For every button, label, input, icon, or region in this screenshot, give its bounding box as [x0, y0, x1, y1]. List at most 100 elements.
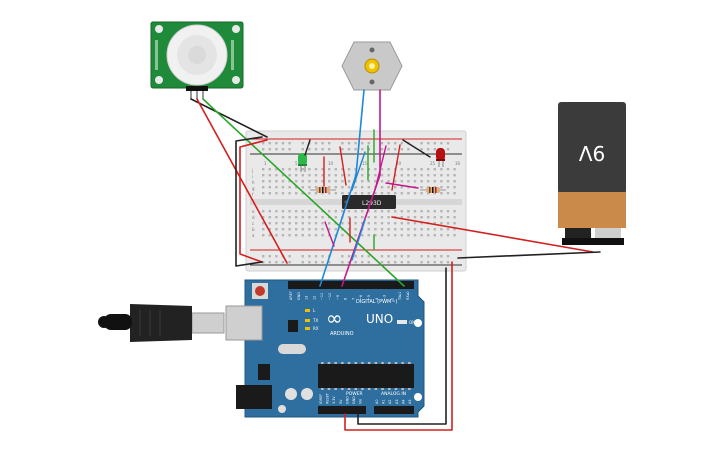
wire-pir-black — [190, 98, 268, 138]
pin-label: ~11 — [320, 293, 324, 300]
breadboard-hole — [413, 180, 417, 183]
breadboard-hole — [433, 174, 436, 177]
chip-leg — [367, 388, 371, 390]
breadboard-hole — [301, 216, 304, 219]
rail-hole — [321, 261, 324, 264]
rail-hole — [394, 255, 397, 258]
resistor-left[interactable] — [310, 187, 336, 193]
rail-hole — [341, 261, 344, 264]
breadboard-hole — [295, 234, 298, 237]
chip-leg — [327, 362, 331, 364]
led-red[interactable] — [436, 148, 445, 167]
rail-hole — [387, 255, 390, 258]
breadboard-hole — [321, 174, 324, 177]
breadboard-hole — [387, 174, 390, 177]
breadboard-hole — [308, 186, 311, 189]
breadboard-hole — [295, 192, 298, 195]
chip-leg — [321, 362, 324, 364]
rail-hole — [288, 255, 291, 258]
breadboard-hole — [262, 234, 265, 237]
row-label: g — [252, 186, 255, 191]
breadboard-hole — [262, 192, 265, 195]
breadboard-hole — [380, 234, 384, 237]
breadboard-hole — [262, 180, 265, 183]
breadboard-hole — [420, 216, 423, 219]
breadboard-hole — [347, 210, 351, 213]
breadboard-hole — [380, 216, 384, 219]
breadboard-hole — [281, 210, 285, 213]
chip-leg — [321, 388, 324, 390]
breadboard-hole — [400, 222, 403, 225]
breadboard-hole — [420, 228, 423, 231]
breadboard-hole — [314, 216, 318, 219]
breadboard-hole — [374, 234, 377, 237]
rail-hole — [387, 142, 390, 145]
rail-hole — [268, 142, 271, 145]
dc-motor[interactable] — [341, 41, 403, 91]
pin-label: AREF — [289, 291, 293, 300]
rail-hole — [308, 261, 311, 264]
rail-hole — [361, 255, 364, 258]
breadboard-hole — [321, 168, 324, 171]
breadboard-hole — [262, 174, 265, 177]
resistor-right[interactable] — [420, 187, 446, 193]
pin-label: A4 — [401, 400, 405, 404]
rail-hole — [288, 148, 291, 151]
breadboard-hole — [341, 210, 344, 213]
breadboard-hole — [321, 222, 324, 225]
pin-label: ~3 — [383, 295, 387, 300]
rail-hole — [328, 148, 331, 151]
breadboard-hole — [433, 180, 436, 183]
breadboard-hole — [380, 168, 384, 171]
breadboard-hole — [295, 216, 298, 219]
usb-cable[interactable] — [98, 304, 225, 342]
rail-hole — [446, 261, 450, 264]
breadboard-hole — [387, 234, 390, 237]
breadboard-hole — [433, 210, 436, 213]
breadboard-hole — [334, 228, 337, 231]
col-label: 25 — [430, 161, 436, 166]
pin-label: ~6 — [359, 295, 363, 300]
breadboard-hole — [367, 168, 370, 171]
rail-hole — [400, 148, 403, 151]
breadboard-hole — [354, 192, 357, 195]
breadboard-hole — [453, 174, 456, 177]
rail-hole — [275, 255, 278, 258]
usb-cable-icon — [98, 304, 225, 342]
pin-label: 3.3V — [332, 396, 336, 404]
chip-leg — [408, 362, 411, 364]
row-label: j — [251, 168, 253, 173]
breadboard-hole — [328, 174, 331, 177]
battery-label: 9V — [578, 141, 605, 165]
pin-label: ~9 — [336, 295, 340, 300]
breadboard-hole — [308, 234, 311, 237]
breadboard-hole — [268, 186, 271, 189]
breadboard-hole — [361, 216, 364, 219]
led-green[interactable] — [298, 153, 307, 172]
wires — [190, 89, 601, 431]
battery-9v[interactable]: 9V — [558, 102, 626, 245]
breadboard-hole — [374, 174, 377, 177]
breadboard-hole — [413, 174, 417, 177]
wire-battery-red — [391, 216, 594, 253]
breadboard-hole — [427, 192, 430, 195]
breadboard-hole — [420, 168, 423, 171]
reset-button[interactable] — [255, 286, 265, 296]
breadboard-hole — [275, 192, 278, 195]
breadboard-hole — [367, 192, 370, 195]
rail-hole — [354, 148, 357, 151]
pir-sensor[interactable] — [150, 21, 244, 99]
breadboard-hole — [420, 174, 423, 177]
wire-battery-black — [457, 251, 601, 259]
breadboard-hole — [262, 228, 265, 231]
breadboard-hole — [288, 216, 291, 219]
rail-hole — [420, 142, 423, 145]
rail-hole — [440, 255, 443, 258]
breadboard-hole — [361, 168, 364, 171]
breadboard-hole — [407, 228, 410, 231]
breadboard-hole — [347, 174, 351, 177]
pin-label: A2 — [388, 400, 392, 404]
pin-label: A5 — [408, 400, 412, 404]
breadboard-hole — [400, 186, 403, 189]
